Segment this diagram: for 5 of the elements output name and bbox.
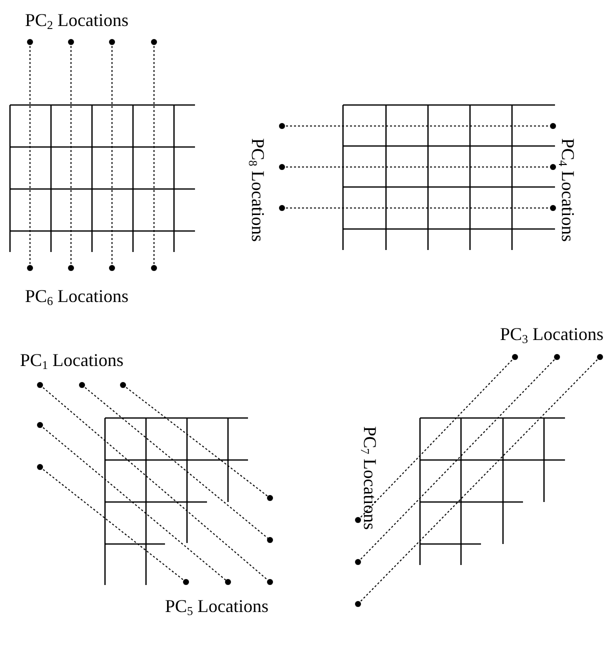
location-label: PC$_{2}$ Locations — [25, 10, 129, 30]
location-label: PC$_{6}$ Locations — [25, 286, 129, 306]
location-label: PC$_{5}$ Locations — [165, 596, 269, 616]
location-label: PC$_{3}$ Locations — [500, 324, 604, 344]
location-label: PC$_{1}$ Locations — [20, 350, 124, 370]
